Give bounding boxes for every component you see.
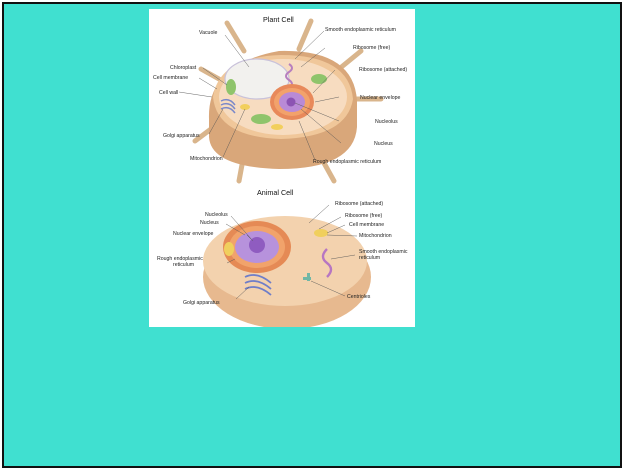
animal-label-nucleus: Nucleus <box>200 220 219 226</box>
animal-label-nucleolus: Nucleolus <box>205 212 228 218</box>
animal-label-mitochondrion: Mitochondrion <box>359 233 392 239</box>
cell-diagram-svg: Plant Cell Vacuole Smooth endoplasmic re… <box>149 9 415 327</box>
plant-label-vacuole: Vacuole <box>199 30 217 36</box>
animal-label-centrioles: Centrioles <box>347 294 371 300</box>
plant-label-cell-wall: Cell wall <box>159 90 178 96</box>
animal-label-cell-membrane: Cell membrane <box>349 222 384 228</box>
animal-cell-illustration <box>203 216 371 327</box>
animal-label-ribosome-free: Ribosome (free) <box>345 213 382 219</box>
plant-label-nuclear-envelope: Nuclear envelope <box>360 95 400 101</box>
cell-diagram-figure: Plant Cell Vacuole Smooth endoplasmic re… <box>149 9 415 327</box>
plant-label-rough-er: Rough endoplasmic reticulum <box>313 159 381 165</box>
plant-label-golgi: Golgi apparatus <box>163 133 200 139</box>
plant-label-nucleus: Nucleus <box>374 141 393 147</box>
plant-label-smooth-er: Smooth endoplasmic reticulum <box>325 27 396 33</box>
animal-label-smooth-er-line2: reticulum <box>359 255 380 261</box>
plant-label-chloroplast: Chloroplast <box>170 65 197 71</box>
plant-label-nucleolus: Nucleolus <box>375 119 398 125</box>
plant-label-ribosome-attached: Ribosome (attached) <box>359 67 407 73</box>
plant-cell-title: Plant Cell <box>263 15 294 24</box>
animal-label-golgi: Golgi apparatus <box>183 300 220 306</box>
plant-label-ribosome-free: Ribosome (free) <box>353 45 390 51</box>
animal-label-ribosome-attached: Ribosome (attached) <box>335 201 383 207</box>
animal-label-nuclear-envelope: Nuclear envelope <box>173 231 213 237</box>
plant-label-mitochondrion: Mitochondrion <box>190 156 223 162</box>
animal-cell-title: Animal Cell <box>257 188 294 197</box>
animal-label-rough-er-line2: reticulum <box>173 262 194 268</box>
plant-label-cell-membrane: Cell membrane <box>153 75 188 81</box>
